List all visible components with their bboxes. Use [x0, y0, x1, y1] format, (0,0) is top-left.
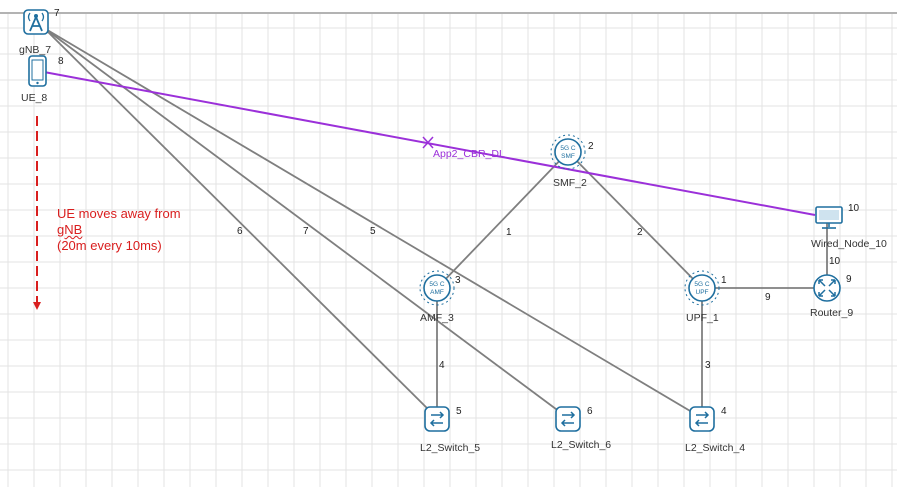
node-router[interactable]: 9 Router_9	[810, 274, 853, 319]
node-smf[interactable]: 5G C SMF 2 SMF_2	[550, 134, 594, 189]
node-label: Router_9	[810, 307, 853, 319]
link-gnb-sw5[interactable]	[43, 27, 438, 419]
monitor-icon	[815, 206, 843, 229]
node-id: 3	[455, 275, 461, 286]
node-wired[interactable]: 10 Wired_Node_10	[811, 203, 887, 250]
node-id: 2	[588, 141, 594, 152]
badge-text: AMF	[430, 289, 444, 296]
badge-text: 5G C	[560, 145, 575, 152]
node-label: L2_Switch_6	[551, 439, 611, 451]
phone-icon	[28, 55, 47, 87]
node-gnb[interactable]: 7 gNB_7	[19, 8, 60, 56]
link-label: 4	[439, 360, 445, 371]
core-smf-icon: 5G C SMF	[550, 134, 586, 170]
link-label: 10	[829, 256, 841, 267]
link-label: 5	[370, 226, 376, 237]
node-label: L2_Switch_4	[685, 442, 745, 454]
badge-text: UPF	[696, 289, 709, 296]
node-id: 1	[721, 275, 727, 286]
node-ue[interactable]: 8 UE_8	[21, 55, 64, 104]
node-label: AMF_3	[420, 312, 454, 324]
node-id: 4	[721, 406, 727, 417]
flow-marker-icon	[422, 136, 434, 149]
node-upf[interactable]: 5G C UPF 1 UPF_1	[684, 270, 727, 324]
link-label: 2	[637, 227, 643, 238]
badge-text: 5G C	[694, 281, 709, 288]
node-label: gNB_7	[19, 44, 51, 56]
node-label: Wired_Node_10	[811, 238, 887, 250]
annotation-line: gNB	[57, 222, 83, 237]
node-sw4[interactable]: 4 L2_Switch_4	[685, 406, 745, 454]
node-sw6[interactable]: 6 L2_Switch_6	[551, 406, 611, 451]
mobility-annotation: UE moves away from gNB (20m every 10ms)	[57, 206, 181, 254]
annotation-line: UE moves away from	[57, 206, 181, 221]
link-label: 6	[237, 226, 243, 237]
node-id: 6	[587, 406, 593, 417]
link-label: 7	[303, 226, 309, 237]
node-label: UE_8	[21, 92, 47, 104]
switch-icon	[689, 406, 715, 432]
node-id: 7	[54, 8, 60, 19]
link-label: 9	[765, 292, 771, 303]
node-id: 5	[456, 406, 462, 417]
node-id: 8	[58, 56, 64, 67]
node-amf[interactable]: 5G C AMF 3 AMF_3	[419, 270, 461, 324]
link-label: 3	[705, 360, 711, 371]
annotation-line: (20m every 10ms)	[57, 238, 162, 253]
link-gnb-sw6[interactable]	[43, 27, 569, 419]
link-smf-amf[interactable]	[436, 151, 569, 289]
movement-arrow	[33, 116, 41, 310]
switch-icon	[555, 406, 581, 432]
badge-text: 5G C	[429, 281, 444, 288]
link-smf-upf[interactable]	[567, 151, 703, 289]
node-id: 9	[846, 274, 852, 285]
antenna-icon	[23, 9, 49, 35]
node-id: 10	[848, 203, 860, 214]
application-label: App2_CBR_DL	[433, 148, 505, 160]
switch-icon	[424, 406, 450, 432]
node-label: L2_Switch_5	[420, 442, 480, 454]
badge-text: SMF	[561, 153, 575, 160]
core-amf-icon: 5G C AMF	[419, 270, 455, 306]
link-label: 1	[506, 227, 512, 238]
router-icon	[813, 274, 841, 302]
node-label: SMF_2	[553, 177, 587, 189]
node-sw5[interactable]: 5 L2_Switch_5	[420, 406, 480, 454]
node-label: UPF_1	[686, 312, 719, 324]
core-upf-icon: 5G C UPF	[684, 270, 720, 306]
